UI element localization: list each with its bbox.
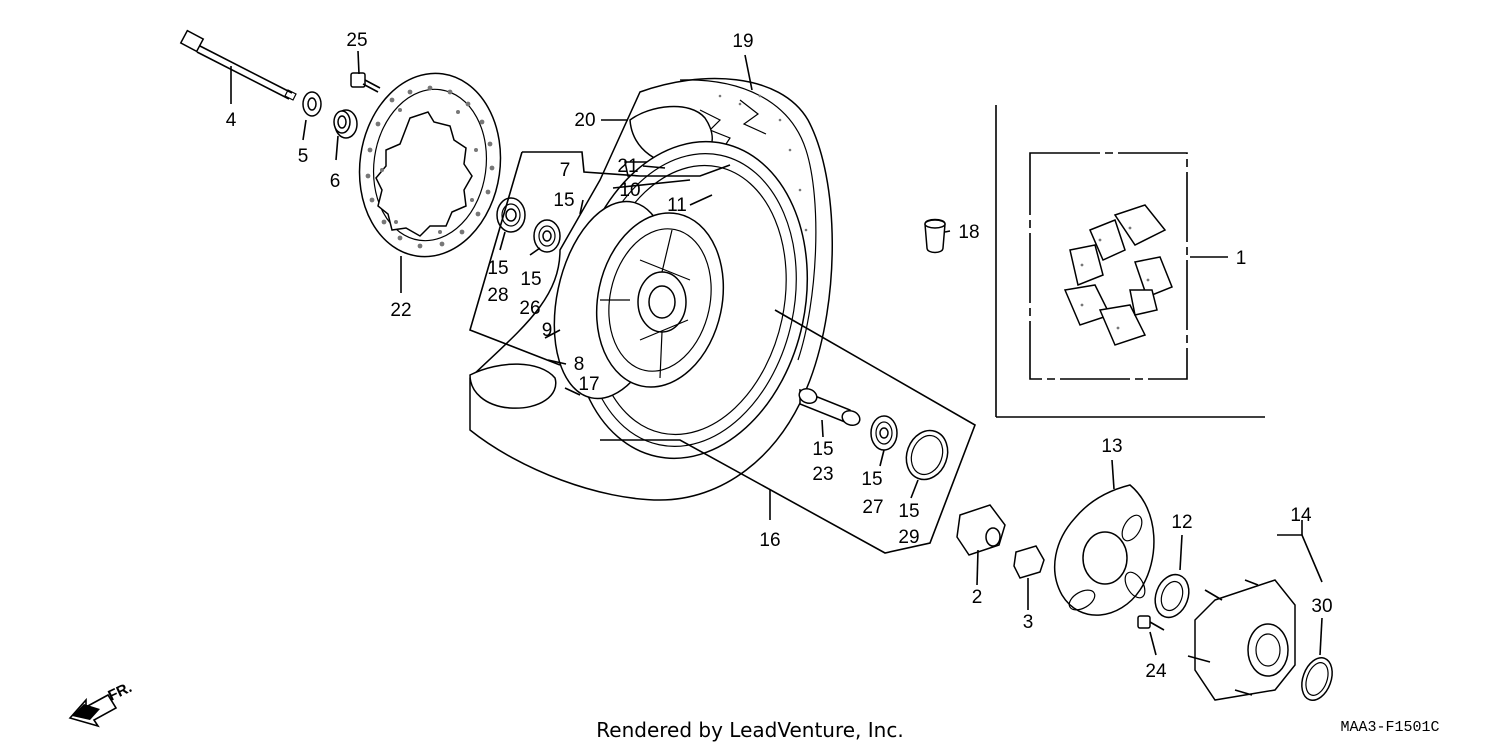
assembly-bracket-lines [469, 151, 1323, 656]
callout-13: 13 [1101, 436, 1122, 457]
washer [302, 91, 322, 117]
wheel-damper-rubbers [1063, 204, 1173, 346]
callout-9: 9 [542, 320, 553, 341]
bearing-left-outer [496, 197, 526, 233]
callout-10: 10 [619, 180, 640, 201]
bushing [1013, 545, 1045, 579]
callout-25: 25 [346, 30, 367, 51]
callout-5: 5 [298, 146, 309, 167]
callout-1: 1 [1236, 248, 1247, 269]
callout-2: 2 [972, 587, 983, 608]
brake-disc [358, 72, 502, 258]
callout-23: 23 [812, 464, 833, 485]
callout-27: 27 [862, 497, 883, 518]
callout-8: 8 [574, 354, 585, 375]
callout-28: 28 [487, 285, 508, 306]
collar [333, 109, 358, 139]
callout-29: 29 [898, 527, 919, 548]
diagram-code: MAA3-F1501C [1340, 719, 1439, 736]
rear-axle [179, 29, 297, 101]
distance-collar [798, 387, 861, 427]
callout-20: 20 [574, 110, 595, 131]
final-driven-flange-collar [956, 504, 1006, 556]
oil-seal [905, 429, 949, 481]
callout-16: 16 [759, 530, 780, 551]
callout-14: 14 [1290, 505, 1312, 526]
front-direction-arrow-icon: FR. [68, 679, 135, 728]
callout-15-a: 15 [553, 190, 574, 211]
footer-credit: Rendered by LeadVenture, Inc. [596, 718, 903, 742]
thrust-washer [1154, 573, 1190, 619]
callout-6: 6 [330, 171, 341, 192]
inner-tube-bottom [469, 363, 557, 409]
callout-3: 3 [1023, 612, 1034, 633]
flange-bolt [1137, 615, 1165, 631]
leader-lines [230, 50, 1228, 656]
fr-label: FR. [106, 679, 135, 705]
callout-17: 17 [578, 374, 599, 395]
callout-11: 11 [667, 195, 687, 216]
callout-15-f: 15 [898, 501, 919, 522]
callout-18: 18 [958, 222, 979, 243]
disc-bolt [350, 72, 381, 93]
bearing-left-inner [533, 219, 561, 253]
callout-30: 30 [1311, 596, 1332, 617]
callout-12: 12 [1171, 512, 1192, 533]
valve-cap [924, 218, 946, 254]
callout-4: 4 [226, 110, 237, 131]
rear-wheel [553, 140, 809, 460]
final-driven-flange [1187, 579, 1296, 701]
driven-flange-plate [1054, 484, 1155, 616]
callout-15-b: 15 [487, 258, 508, 279]
callout-19: 19 [732, 31, 753, 52]
callout-15-e: 15 [861, 469, 882, 490]
callout-labels: 1 2 3 4 5 6 7 8 9 10 11 12 13 14 15 15 1… [226, 30, 1333, 682]
callout-26: 26 [519, 298, 540, 319]
callout-15-d: 15 [812, 439, 833, 460]
callout-24: 24 [1145, 661, 1167, 682]
damper-inset-frame [995, 105, 1265, 418]
callout-7: 7 [560, 160, 571, 181]
callout-22: 22 [390, 300, 411, 321]
o-ring [1301, 657, 1333, 701]
bearing-right [870, 415, 898, 451]
callout-21: 21 [617, 156, 638, 177]
callout-15-c: 15 [520, 269, 541, 290]
